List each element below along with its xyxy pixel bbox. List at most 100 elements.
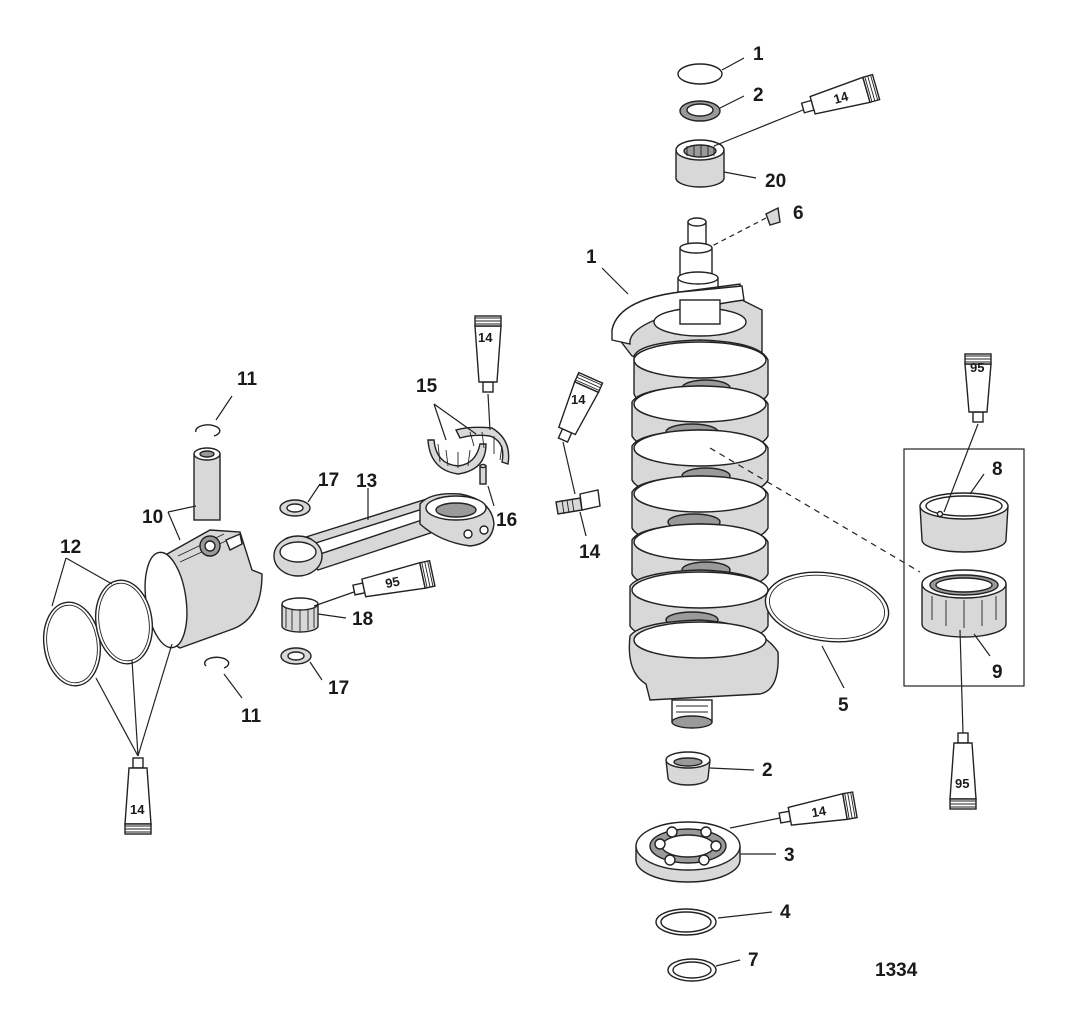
part-11-clip-top bbox=[195, 424, 221, 437]
callout-10: 10 bbox=[142, 507, 163, 528]
tube-95-wristpin: 95 bbox=[352, 559, 436, 598]
callout-8: 8 bbox=[992, 459, 1003, 480]
figure-number: 1334 bbox=[875, 960, 918, 981]
part-4-retaining-ring bbox=[655, 908, 717, 936]
leader-15a bbox=[433, 403, 447, 441]
leader-19 bbox=[723, 171, 757, 179]
callout-13: 13 bbox=[356, 471, 377, 492]
leader-tube-rings-b bbox=[131, 659, 139, 757]
leader-4 bbox=[717, 911, 773, 919]
part-12-piston-rings bbox=[42, 579, 154, 687]
part-21-o-ring bbox=[677, 63, 723, 85]
leader-17-top bbox=[307, 483, 321, 503]
callout-11-bottom: 11 bbox=[241, 706, 262, 727]
callout-3: 3 bbox=[784, 845, 795, 866]
part-15-bearing-halves bbox=[427, 426, 510, 475]
part-20-seal bbox=[679, 100, 721, 122]
callout-19: 20 bbox=[765, 171, 786, 192]
part-10-piston bbox=[144, 529, 263, 649]
tube-14-bolt bbox=[557, 371, 604, 443]
callout-2: 2 bbox=[762, 760, 773, 781]
tube-95-lower-right bbox=[949, 732, 977, 810]
callout-17-top: 17 bbox=[318, 470, 339, 491]
callout-5: 5 bbox=[838, 695, 849, 716]
part-10-piston-pin bbox=[193, 447, 221, 521]
callout-18: 18 bbox=[352, 609, 373, 630]
tube-14-bearing-label: 14 bbox=[810, 803, 828, 820]
leader-2 bbox=[709, 767, 755, 771]
callout-17-bottom: 17 bbox=[328, 678, 349, 699]
part-3-ball-bearing bbox=[635, 821, 741, 883]
leader-5 bbox=[821, 645, 845, 689]
tube-95-rod-label: 14 bbox=[478, 330, 493, 345]
leader-8 bbox=[969, 473, 985, 495]
callout-15: 15 bbox=[416, 376, 438, 397]
callout-16: 16 bbox=[496, 510, 517, 531]
tube-14-rings-label: 14 bbox=[130, 802, 145, 817]
leader-16 bbox=[487, 485, 495, 507]
part-6-woodruff-key bbox=[765, 206, 781, 226]
part-5-seal-ring bbox=[764, 571, 890, 643]
part-19-needle-bearing bbox=[675, 139, 725, 188]
leader-tube-14-bearing bbox=[729, 817, 781, 829]
leader-tube-14-top bbox=[713, 109, 804, 147]
tube-95-upper-right bbox=[964, 353, 992, 423]
leader-11-bottom bbox=[223, 673, 243, 699]
callout-6: 6 bbox=[793, 203, 804, 224]
leader-10a bbox=[167, 505, 197, 513]
tube-14-top-label: 14 bbox=[832, 88, 851, 107]
tube-95-upper-right-label: 95 bbox=[970, 360, 984, 375]
tube-95-lower-right-label: 95 bbox=[955, 776, 969, 791]
tube-95-wristpin-label: 95 bbox=[384, 573, 401, 591]
callout-9: 9 bbox=[992, 662, 1003, 683]
leader-12b bbox=[65, 557, 113, 585]
leader-21 bbox=[721, 57, 745, 71]
bearing-detail-box bbox=[903, 448, 1025, 687]
tube-14-bolt-label: 14 bbox=[571, 392, 586, 407]
leader-11-top bbox=[215, 395, 233, 421]
leader-15b bbox=[433, 403, 477, 435]
callout-4: 4 bbox=[780, 902, 791, 923]
leader-tube-95-upper-right bbox=[943, 423, 979, 513]
part-1-crankshaft bbox=[611, 217, 779, 729]
part-13-connecting-rod bbox=[273, 493, 495, 577]
leader-14-bolt bbox=[579, 511, 587, 537]
part-14-rod-bolt bbox=[555, 489, 601, 515]
leader-20 bbox=[719, 95, 745, 109]
leader-9 bbox=[973, 633, 991, 657]
callout-21: 1 bbox=[753, 44, 764, 65]
callout-20: 2 bbox=[753, 85, 764, 106]
tube-95-rod bbox=[474, 315, 502, 393]
leader-1 bbox=[601, 267, 629, 295]
leader-10b bbox=[167, 511, 181, 541]
part-17-thrust-washer-top bbox=[279, 499, 311, 517]
tube-14-top: 14 bbox=[800, 73, 881, 115]
callout-11-top: 11 bbox=[237, 369, 258, 390]
leader-18 bbox=[317, 613, 347, 619]
leader-12a bbox=[51, 557, 67, 607]
leader-6 bbox=[711, 217, 767, 247]
detail-leader-dashed bbox=[709, 447, 921, 573]
part-7-ring bbox=[667, 958, 717, 982]
part-16-dowel bbox=[479, 463, 487, 485]
leader-tube-14-bolt bbox=[562, 441, 576, 495]
leader-tube-rings-c bbox=[137, 643, 173, 757]
leader-17-bottom bbox=[309, 661, 323, 681]
leader-tube-95-rod bbox=[487, 393, 491, 431]
part-17-thrust-washer-bottom bbox=[280, 647, 312, 665]
callout-1: 1 bbox=[586, 247, 597, 268]
tube-14-bearing: 14 bbox=[778, 791, 858, 826]
callout-14: 14 bbox=[579, 542, 601, 563]
part-11-clip-bottom bbox=[203, 656, 230, 669]
leader-tube-95-wristpin bbox=[313, 591, 355, 607]
part-9-roller-bearing bbox=[921, 569, 1007, 638]
callout-7: 7 bbox=[748, 950, 759, 971]
callout-12: 12 bbox=[60, 537, 81, 558]
leader-tube-rings-a bbox=[95, 677, 139, 757]
part-18-needle-bearing bbox=[281, 597, 319, 633]
part-8-sleeve bbox=[919, 492, 1009, 553]
tube-14-rings bbox=[124, 757, 152, 835]
part-2-bushing bbox=[665, 751, 711, 786]
leader-7 bbox=[715, 959, 741, 967]
